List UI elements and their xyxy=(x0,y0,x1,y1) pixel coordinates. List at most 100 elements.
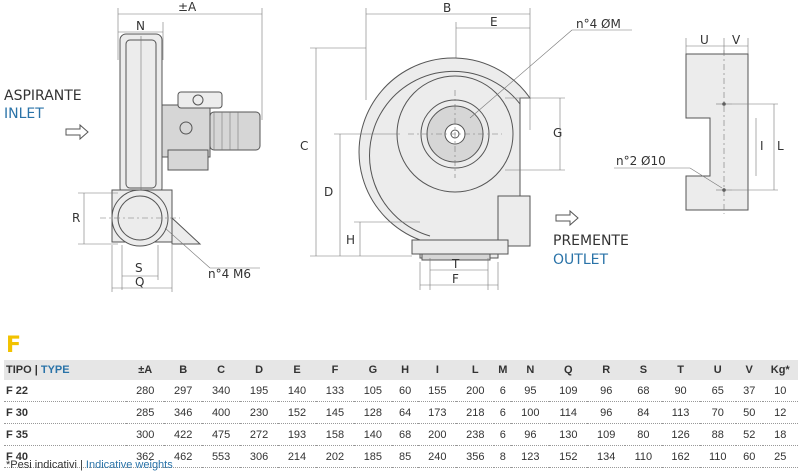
footnote-en: Indicative weights xyxy=(85,459,173,471)
note-m6: n°4 M6 xyxy=(208,267,251,281)
table-cell: 155 xyxy=(418,380,457,402)
table-cell: 214 xyxy=(278,445,316,468)
dim-C-label: C xyxy=(300,139,308,153)
row-type-name: F 40 xyxy=(4,445,127,468)
table-cell: 6 xyxy=(494,380,512,402)
table-cell: 553 xyxy=(202,445,241,468)
table-cell: 193 xyxy=(278,423,316,446)
table-cell: 285 xyxy=(126,401,165,424)
table-cell: 297 xyxy=(164,380,203,402)
dim-A-label: ±A xyxy=(178,0,197,14)
outlet-label-it: PREMENTE xyxy=(553,233,629,249)
column-header: G xyxy=(353,360,392,380)
table-cell: 100 xyxy=(511,401,550,424)
dim-L-label: L xyxy=(777,139,784,153)
table-cell: 140 xyxy=(278,380,316,402)
column-header: M xyxy=(494,360,512,380)
column-header: L xyxy=(456,360,495,380)
inlet-label-en: INLET xyxy=(4,106,44,122)
footnote: *Pesi indicativi | Indicative weights xyxy=(6,459,173,471)
footnote-it: *Pesi indicativi xyxy=(6,459,77,471)
table-cell: 64 xyxy=(391,401,419,424)
table-cell: 128 xyxy=(353,401,392,424)
series-letter: F xyxy=(6,333,22,358)
table-cell: 162 xyxy=(661,445,700,468)
column-header: V xyxy=(735,360,763,380)
column-header: Kg* xyxy=(762,360,798,380)
table-cell: 126 xyxy=(661,423,700,446)
column-header: S xyxy=(625,360,662,380)
table-cell: 152 xyxy=(278,401,316,424)
table-cell: 422 xyxy=(164,423,203,446)
table-cell: 65 xyxy=(699,380,736,402)
table-cell: 218 xyxy=(456,401,495,424)
table-cell: 8 xyxy=(494,445,512,468)
inlet-label-it: ASPIRANTE xyxy=(4,88,82,104)
table-cell: 306 xyxy=(240,445,279,468)
technical-drawing: ±A N R S xyxy=(4,0,784,292)
table-cell: 80 xyxy=(625,423,662,446)
dim-R-label: R xyxy=(72,211,80,225)
dim-F-label: F xyxy=(452,272,459,286)
table-cell: 300 xyxy=(126,423,165,446)
table-cell: 25 xyxy=(762,445,798,468)
dim-G-label: G xyxy=(553,126,562,140)
dim-N-label: N xyxy=(136,19,145,33)
table-cell: 6 xyxy=(494,423,512,446)
dim-T-label: T xyxy=(451,257,460,271)
table-cell: 340 xyxy=(202,380,241,402)
dim-Q-label: Q xyxy=(135,275,144,289)
column-header: U xyxy=(699,360,736,380)
row-type-name: F 22 xyxy=(4,380,127,402)
table-cell: 362 xyxy=(126,445,165,468)
column-header: D xyxy=(240,360,279,380)
base-plate-view: U V L I n°2 Ø10 xyxy=(614,33,784,214)
front-view: B E C D H G xyxy=(300,1,632,290)
table-cell: 346 xyxy=(164,401,203,424)
table-cell: 105 xyxy=(353,380,392,402)
table-cell: 12 xyxy=(762,401,798,424)
column-header: I xyxy=(418,360,457,380)
table-cell: 272 xyxy=(240,423,279,446)
side-view: ±A N R S xyxy=(4,0,263,292)
column-header: B xyxy=(164,360,203,380)
column-header: F xyxy=(315,360,354,380)
column-header: H xyxy=(391,360,419,380)
dim-H-label: H xyxy=(346,233,355,247)
column-header: N xyxy=(511,360,550,380)
table-cell: 68 xyxy=(391,423,419,446)
dim-S-label: S xyxy=(135,261,143,275)
table-cell: 88 xyxy=(699,423,736,446)
table-cell: 240 xyxy=(418,445,457,468)
table-cell: 96 xyxy=(587,401,626,424)
table-cell: 52 xyxy=(735,423,763,446)
column-header: R xyxy=(587,360,626,380)
table-cell: 133 xyxy=(315,380,354,402)
table-cell: 37 xyxy=(735,380,763,402)
table-cell: 90 xyxy=(661,380,700,402)
table-cell: 238 xyxy=(456,423,495,446)
row-type-name: F 35 xyxy=(4,423,127,446)
table-cell: 280 xyxy=(126,380,165,402)
dim-V-label: V xyxy=(732,33,741,47)
table-cell: 134 xyxy=(587,445,626,468)
table-header-row: TIPO | TYPE ±A B C D E F G H I L M N Q R… xyxy=(4,360,798,380)
table-cell: 462 xyxy=(164,445,203,468)
table-cell: 110 xyxy=(699,445,736,468)
note-10: n°2 Ø10 xyxy=(616,154,666,168)
column-header: C xyxy=(202,360,241,380)
table-cell: 95 xyxy=(511,380,550,402)
table-cell: 145 xyxy=(315,401,354,424)
table-cell: 110 xyxy=(625,445,662,468)
dim-E-label: E xyxy=(490,15,498,29)
table-cell: 140 xyxy=(353,423,392,446)
dimension-table: TIPO | TYPE ±A B C D E F G H I L M N Q R… xyxy=(4,360,798,468)
table-cell: 400 xyxy=(202,401,241,424)
note-m: n°4 ØM xyxy=(576,17,621,31)
dim-I-label: I xyxy=(760,139,764,153)
table-cell: 195 xyxy=(240,380,279,402)
